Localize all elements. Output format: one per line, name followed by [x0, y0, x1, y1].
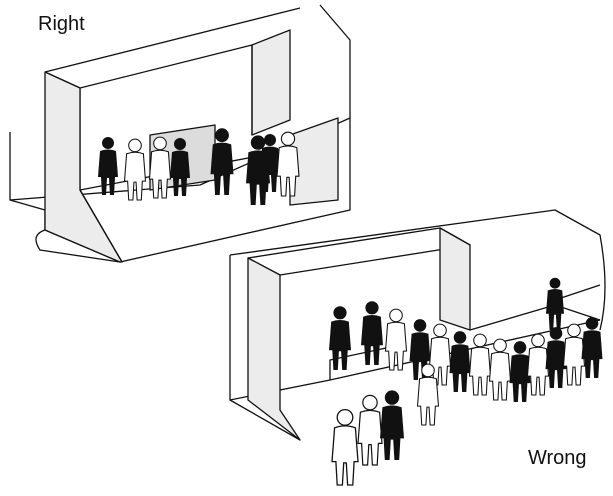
wrong-label: Wrong [528, 447, 587, 469]
wrong-booth-center-tower [439, 227, 471, 331]
wrong-booth-left-panel [247, 257, 301, 441]
right-booth [9, 4, 351, 263]
wrong-booth [229, 209, 606, 441]
right-booth-right-tower [251, 29, 291, 136]
right-label: Right [38, 13, 85, 35]
